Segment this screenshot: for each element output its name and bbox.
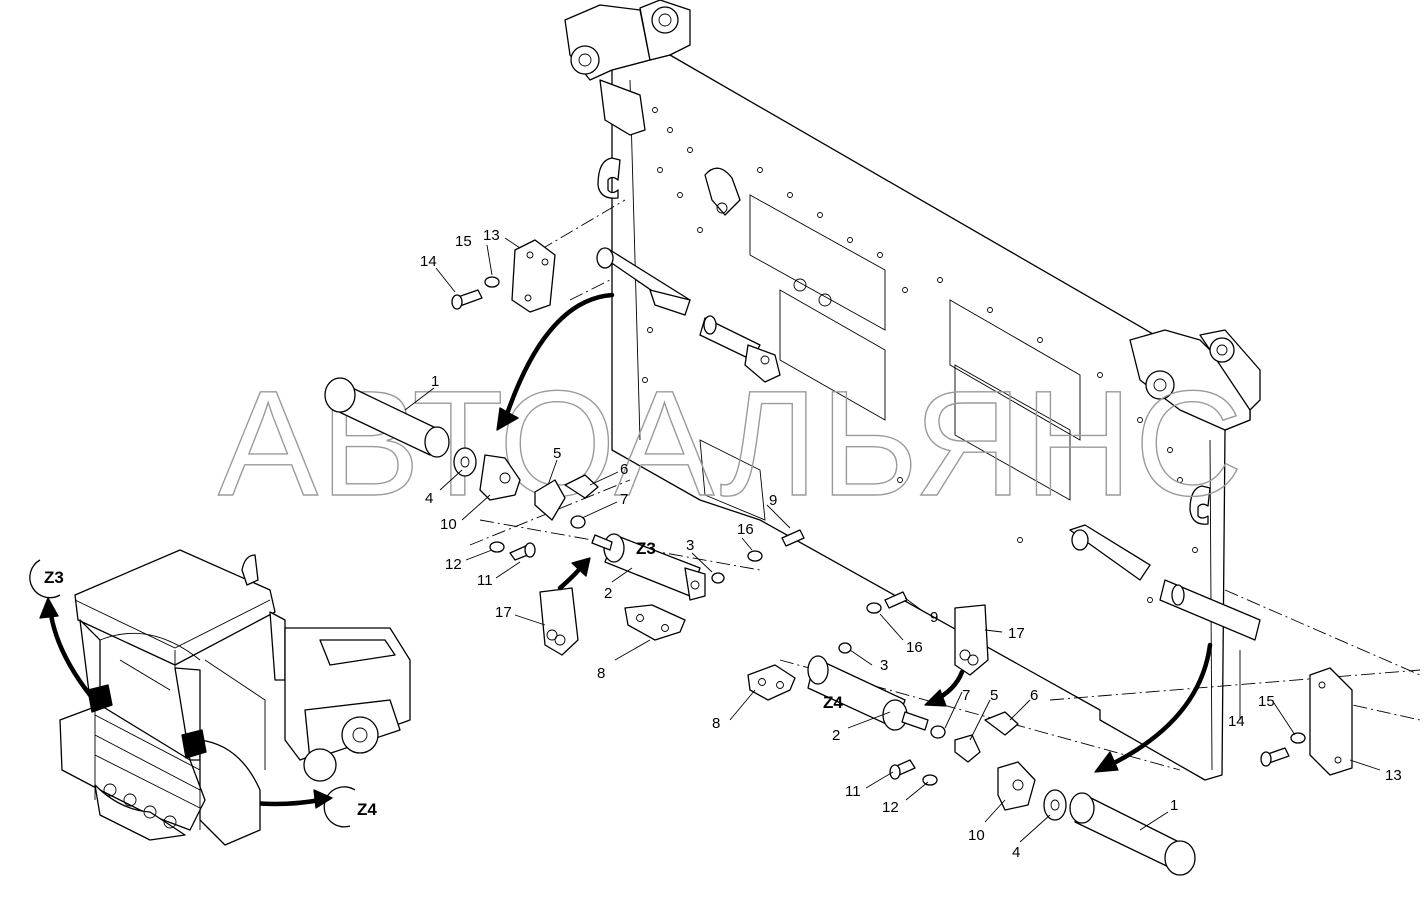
frame-holes — [637, 107, 1198, 603]
callout-right-3: 3 — [880, 657, 888, 674]
callout-left-14: 14 — [420, 253, 437, 270]
callout-right-8: 8 — [712, 715, 720, 732]
callout-numbers-left: 1 2 3 4 5 6 7 8 9 10 11 12 13 14 15 16 1… — [420, 227, 777, 682]
callout-right-2: 2 — [832, 727, 840, 744]
assembly-axes — [469, 199, 1421, 771]
callout-left-12: 12 — [445, 556, 462, 573]
callout-left-10: 10 — [440, 516, 457, 533]
callout-left-5: 5 — [553, 445, 561, 462]
leader-lines-left — [404, 237, 791, 661]
callout-left-8: 8 — [597, 665, 605, 682]
callout-left-6: 6 — [620, 461, 628, 478]
paver-overview — [59, 549, 411, 846]
callout-right-12: 12 — [882, 799, 899, 816]
callout-left-7: 7 — [620, 491, 628, 508]
callout-right-1: 1 — [1170, 797, 1178, 814]
callout-numbers-right: 1 2 3 4 5 6 7 8 9 10 11 12 13 14 15 16 1… — [712, 609, 1402, 861]
callout-right-7: 7 — [962, 687, 970, 704]
callout-right-5: 5 — [990, 687, 998, 704]
callout-right-15: 15 — [1258, 693, 1275, 710]
callout-right-10: 10 — [968, 827, 985, 844]
right-detail — [747, 591, 1353, 876]
callout-right-4: 4 — [1012, 844, 1020, 861]
zoom-label-z4: Z4 — [823, 693, 843, 712]
callout-left-3: 3 — [686, 537, 694, 554]
callout-right-17: 17 — [1008, 625, 1025, 642]
callout-left-17: 17 — [495, 604, 512, 621]
svg-text:Z4: Z4 — [357, 800, 377, 819]
callout-right-9: 9 — [930, 609, 938, 626]
callout-left-15: 15 — [455, 233, 472, 250]
callout-right-6: 6 — [1030, 687, 1038, 704]
zoom-label-z3: Z3 — [636, 539, 656, 558]
zoom-marker-z3-overview: Z3 — [29, 559, 64, 599]
callout-right-16: 16 — [906, 639, 923, 656]
callout-left-4: 4 — [425, 490, 433, 507]
flow-arrows — [39, 292, 1213, 809]
callout-left-16: 16 — [737, 521, 754, 538]
callout-left-2: 2 — [604, 585, 612, 602]
watermark-text: АВТОАЛЬЯНС — [218, 359, 1245, 527]
zoom-marker-z4-overview: Z4 — [323, 786, 377, 828]
callout-left-9: 9 — [769, 492, 777, 509]
leader-lines-right — [729, 597, 1381, 843]
svg-text:Z3: Z3 — [44, 568, 64, 587]
callout-right-11: 11 — [845, 783, 861, 800]
left-detail — [324, 239, 805, 656]
callout-right-14: 14 — [1228, 713, 1245, 730]
mounted-cylinder-right — [1069, 524, 1261, 641]
mounted-cylinder-left — [596, 247, 781, 383]
callout-left-11: 11 — [477, 572, 493, 589]
callout-left-1: 1 — [431, 373, 439, 390]
frame-plate — [564, 0, 1261, 781]
callout-right-13: 13 — [1385, 767, 1402, 784]
callout-left-13: 13 — [483, 227, 500, 244]
